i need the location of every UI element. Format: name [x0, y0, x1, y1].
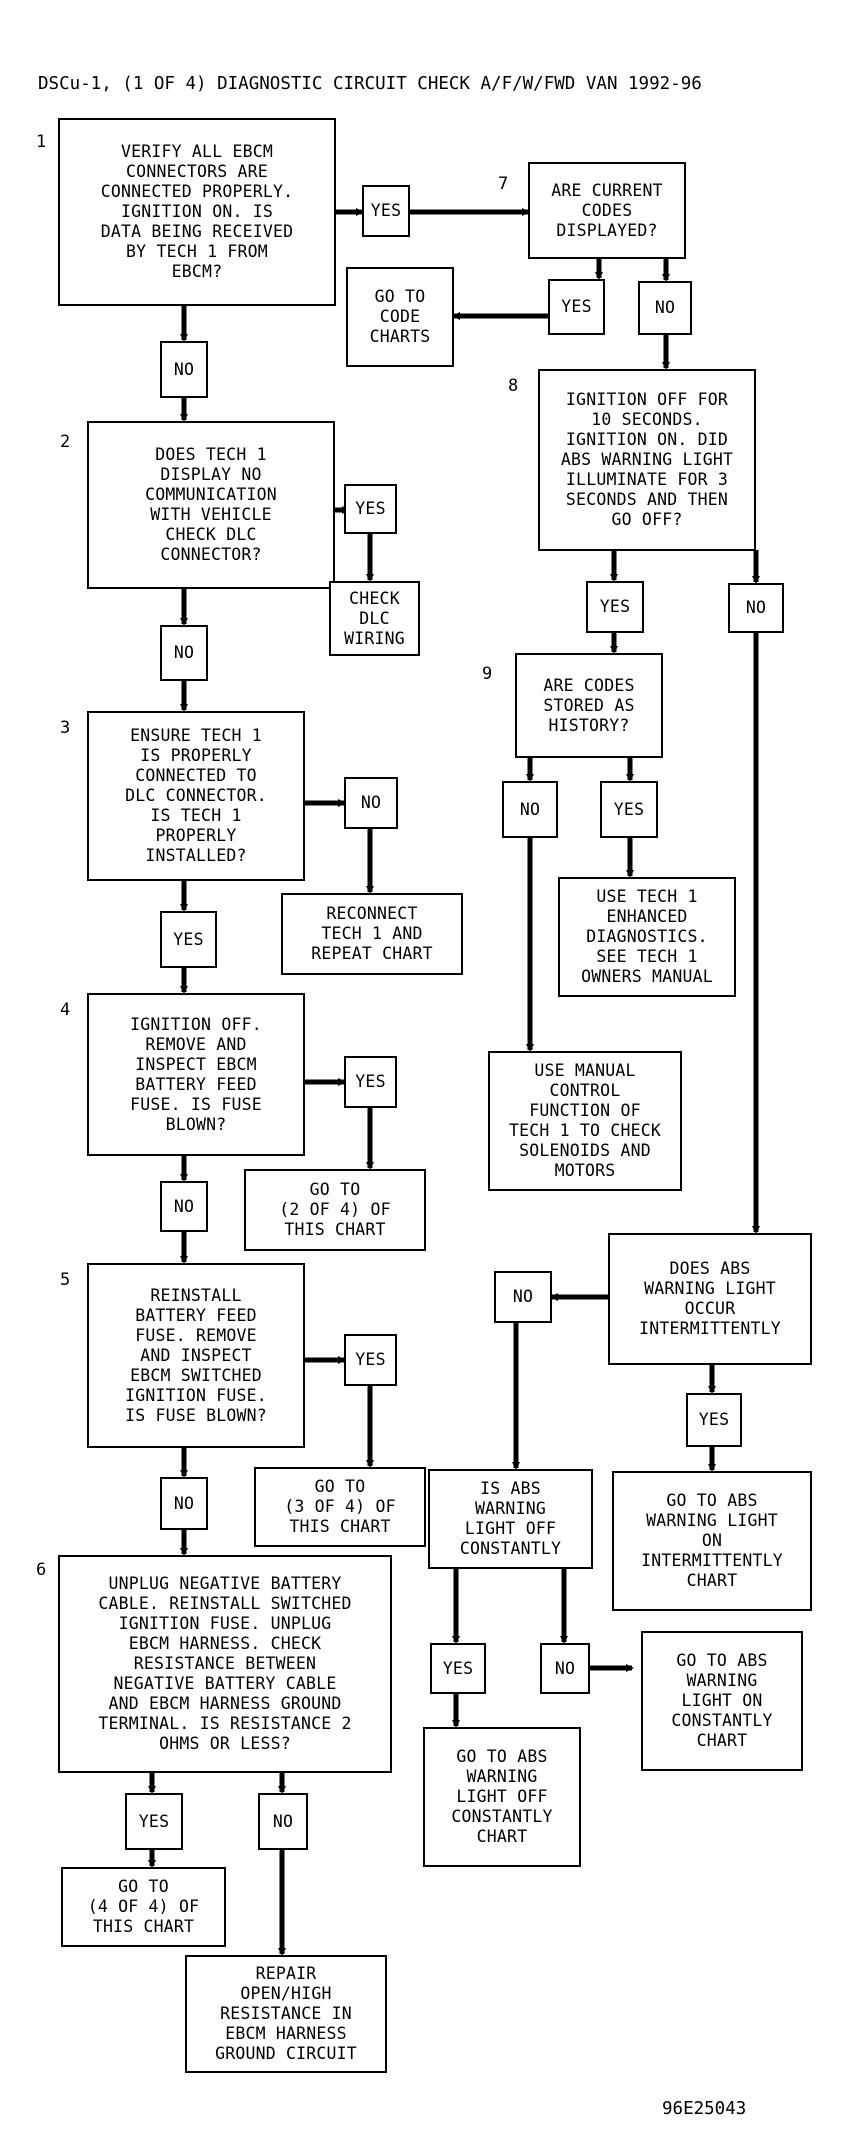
goto-3-of-4-box: GO TO (3 OF 4) OF THIS CHART [254, 1467, 426, 1547]
step-4-box: IGNITION OFF. REMOVE AND INSPECT EBCM BA… [87, 993, 305, 1156]
answer-no-box: NO [494, 1271, 552, 1323]
answer-no-box: NO [344, 777, 398, 829]
goto-light-off-box: GO TO ABS WARNING LIGHT OFF CONSTANTLY C… [423, 1727, 581, 1867]
answer-no-box: NO [160, 1181, 208, 1232]
step-6-box: UNPLUG NEGATIVE BATTERY CABLE. REINSTALL… [58, 1555, 392, 1773]
answer-yes-box: YES [430, 1643, 486, 1694]
check-dlc-wiring-box: CHECK DLC WIRING [329, 581, 420, 656]
answer-no-box: NO [638, 281, 692, 335]
answer-no-box: NO [540, 1643, 590, 1694]
step-7-box: ARE CURRENT CODES DISPLAYED? [528, 162, 686, 259]
goto-code-charts-box: GO TO CODE CHARTS [346, 267, 454, 367]
answer-no-box: NO [728, 583, 784, 633]
goto-light-on-box: GO TO ABS WARNING LIGHT ON CONSTANTLY CH… [641, 1631, 803, 1771]
step-number-6: 6 [36, 1560, 47, 1580]
step-number-8: 8 [508, 376, 519, 396]
answer-yes-box: YES [160, 911, 217, 968]
enhanced-diagnostics-box: USE TECH 1 ENHANCED DIAGNOSTICS. SEE TEC… [558, 877, 736, 997]
step-number-7: 7 [498, 174, 509, 194]
intermittent-question-box: DOES ABS WARNING LIGHT OCCUR INTERMITTEN… [608, 1233, 812, 1365]
chart-title: DSCu-1, (1 OF 4) DIAGNOSTIC CIRCUIT CHEC… [38, 74, 702, 94]
off-constantly-question-box: IS ABS WARNING LIGHT OFF CONSTANTLY [428, 1469, 593, 1569]
step-number-4: 4 [60, 1000, 71, 1020]
answer-yes-box: YES [344, 1334, 397, 1386]
repair-ground-circuit-box: REPAIR OPEN/HIGH RESISTANCE IN EBCM HARN… [185, 1955, 387, 2073]
goto-4-of-4-box: GO TO (4 OF 4) OF THIS CHART [61, 1867, 226, 1947]
manual-control-box: USE MANUAL CONTROL FUNCTION OF TECH 1 TO… [488, 1051, 682, 1191]
step-number-2: 2 [60, 432, 71, 452]
goto-light-intermittent-box: GO TO ABS WARNING LIGHT ON INTERMITTENTL… [612, 1471, 812, 1611]
step-3-box: ENSURE TECH 1 IS PROPERLY CONNECTED TO D… [87, 711, 305, 881]
step-2-box: DOES TECH 1 DISPLAY NO COMMUNICATION WIT… [87, 421, 335, 589]
answer-no-box: NO [160, 1477, 208, 1530]
answer-yes-box: YES [548, 279, 605, 335]
figure-id: 96E25043 [662, 2099, 747, 2119]
answer-yes-box: YES [686, 1393, 742, 1447]
answer-no-box: NO [258, 1793, 308, 1850]
step-9-box: ARE CODES STORED AS HISTORY? [515, 653, 663, 758]
answer-yes-box: YES [125, 1793, 183, 1850]
step-1-box: VERIFY ALL EBCM CONNECTORS ARE CONNECTED… [58, 118, 336, 306]
answer-yes-box: YES [600, 781, 658, 838]
step-number-5: 5 [60, 1270, 71, 1290]
step-5-box: REINSTALL BATTERY FEED FUSE. REMOVE AND … [87, 1263, 305, 1448]
answer-yes-box: YES [344, 1056, 397, 1108]
answer-no-box: NO [160, 341, 208, 398]
step-number-1: 1 [36, 132, 47, 152]
answer-no-box: NO [160, 625, 208, 681]
step-number-9: 9 [482, 664, 493, 684]
step-number-3: 3 [60, 718, 71, 738]
goto-2-of-4-box: GO TO (2 OF 4) OF THIS CHART [244, 1169, 426, 1251]
answer-no-box: NO [502, 781, 558, 838]
answer-yes-box: YES [344, 484, 397, 534]
answer-yes-box: YES [586, 581, 644, 633]
reconnect-tech1-box: RECONNECT TECH 1 AND REPEAT CHART [281, 893, 463, 975]
step-8-box: IGNITION OFF FOR 10 SECONDS. IGNITION ON… [538, 369, 756, 551]
answer-yes-box: YES [362, 185, 410, 237]
